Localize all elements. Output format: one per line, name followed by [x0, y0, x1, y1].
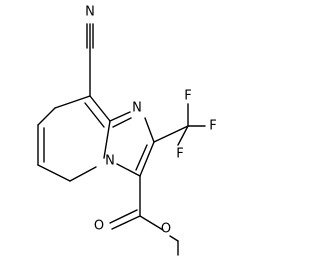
bond-c-f-bottom [177, 125, 189, 146]
chemical-structure-diagram: N N N F F F O O [37, 5, 217, 256]
bond-c2-c3 [139, 141, 155, 177]
bond-c8a-n1 [109, 111, 131, 122]
structure-canvas: N N N F F F O O [37, 4, 217, 256]
bond-c8a-n-bridge [103, 120, 111, 159]
ethyl-ester-group [109, 175, 179, 256]
imidazole-ring [109, 111, 155, 177]
bond-carboxyl-o [139, 215, 164, 231]
bond-c2-c3-inner [135, 144, 148, 171]
bond-c8a-n1-double [112, 117, 132, 128]
bond-c3-n-bridge [116, 163, 141, 177]
atom-label-carbonyl-o: O [94, 219, 104, 234]
atom-label-f1: F [184, 89, 191, 104]
bond-carbonyl [111, 215, 141, 230]
bond-o-ch2 [169, 235, 179, 242]
atom-label-ester-o: O [161, 222, 171, 237]
bond-c2-cf3 [153, 125, 189, 143]
atom-label-f2: F [209, 119, 216, 134]
atom-label-f3: F [176, 147, 183, 162]
trifluoromethyl-group [153, 103, 206, 146]
bond-c8-c7 [54, 95, 91, 109]
pyridine-ring [37, 95, 111, 182]
atom-label-ring-n-bridge: N [105, 154, 115, 169]
bond-c5-c4 [37, 164, 71, 182]
bond-c7-c6 [37, 107, 56, 126]
bond-n1-c2 [144, 117, 155, 143]
nitrile-group [86, 23, 94, 97]
bond-c4-n-bridge [69, 166, 97, 182]
atom-label-nitrile-n: N [85, 5, 95, 20]
bond-c8-c8a [89, 95, 111, 122]
bond-c8-c8a-inner [84, 102, 105, 128]
atom-label-ring-n-imine: N [132, 101, 142, 116]
bond-carbonyl-double [109, 209, 138, 224]
